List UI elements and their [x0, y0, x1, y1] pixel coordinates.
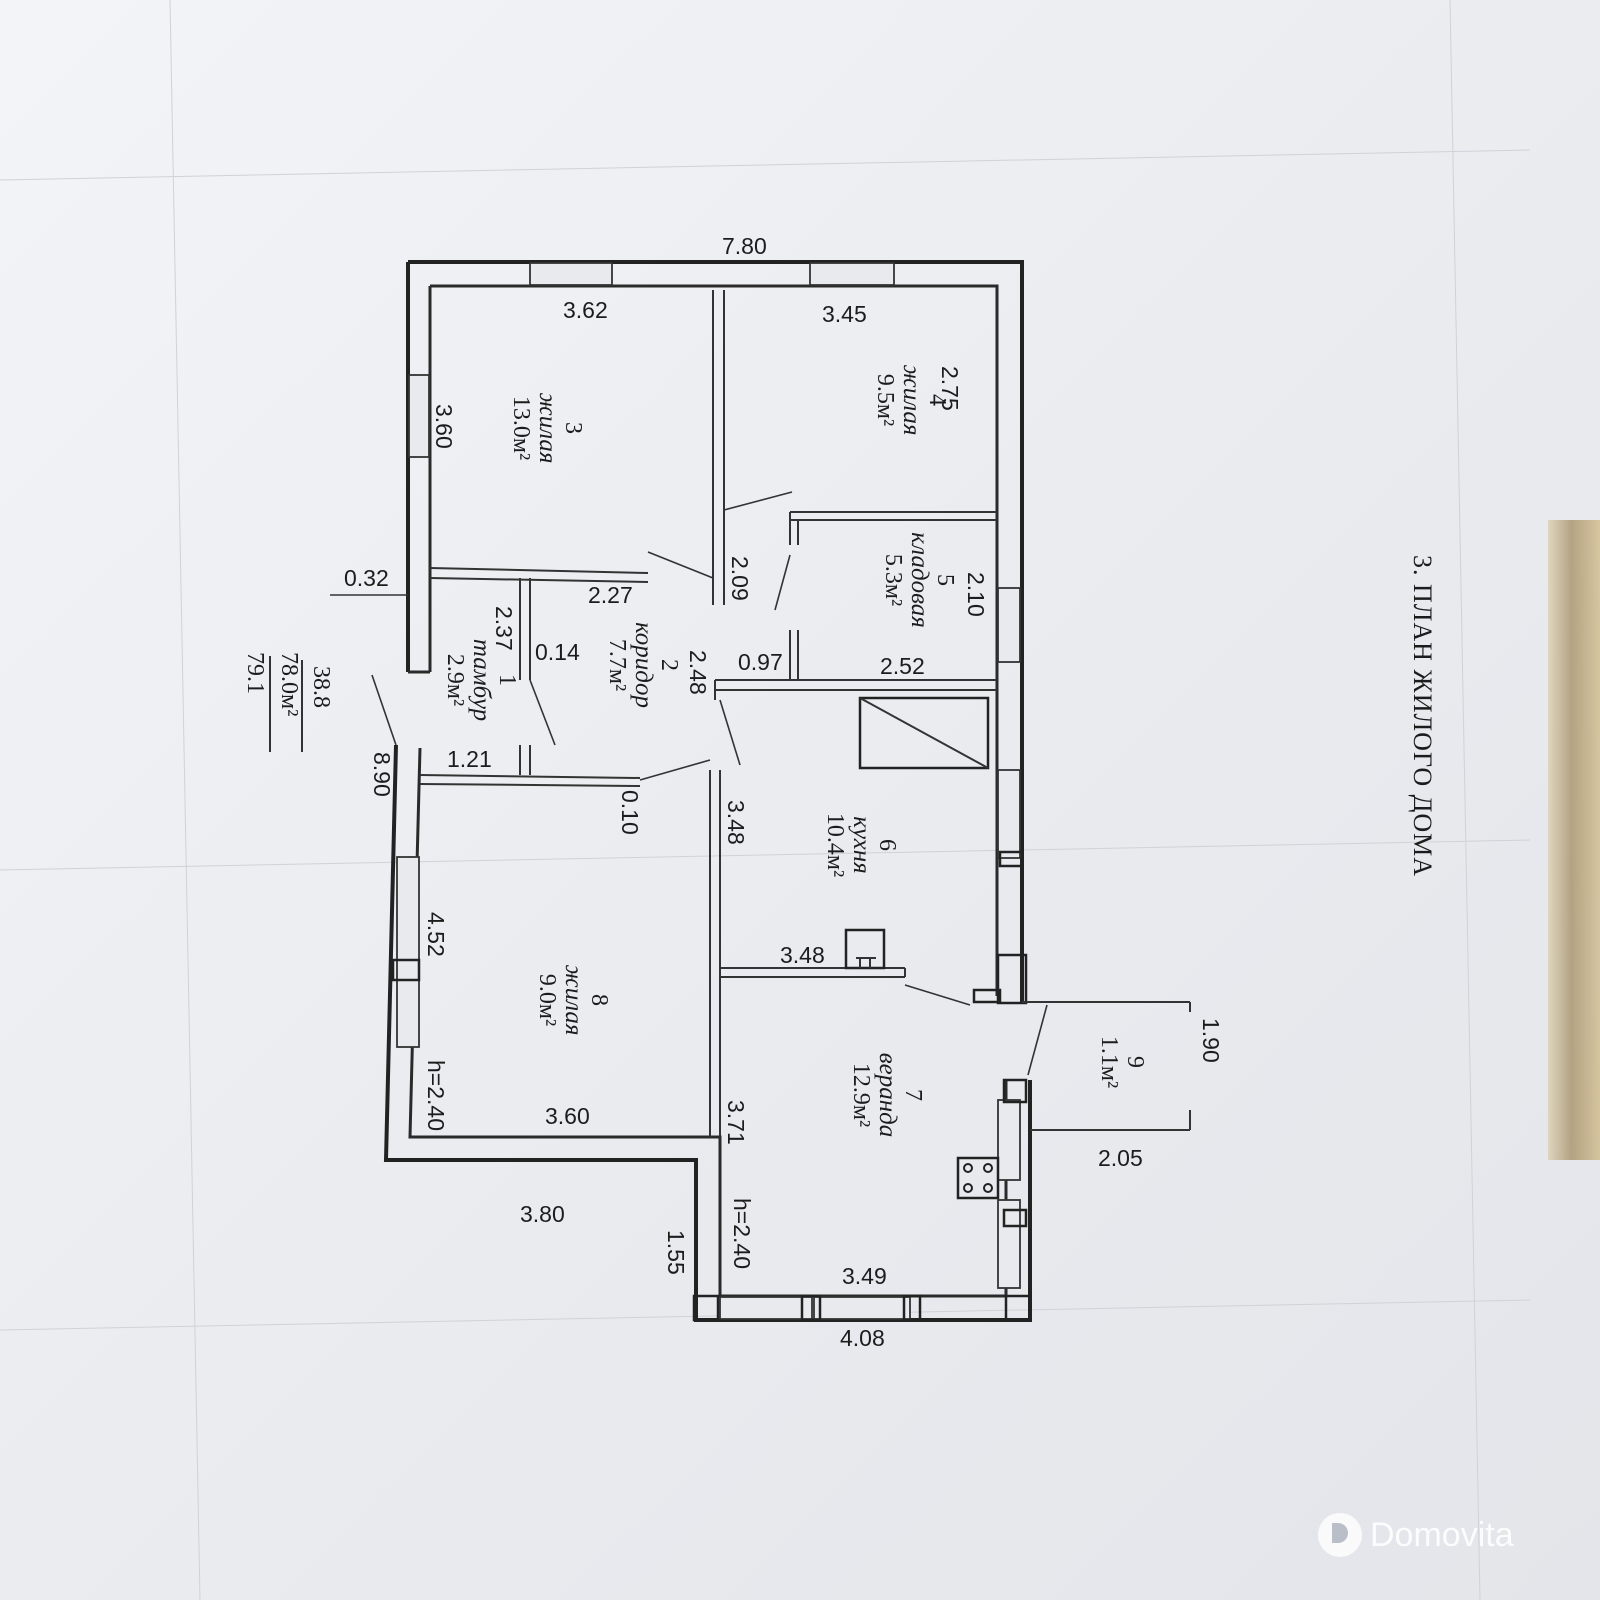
room-3-number: 3	[560, 422, 586, 434]
dim-2-09: 2.09	[727, 556, 753, 601]
room-7-area: 12.9м²	[848, 1063, 874, 1127]
hob	[956, 1156, 1000, 1200]
room-5-number: 5	[932, 574, 958, 586]
dim-1-55: 1.55	[663, 1230, 689, 1275]
kitchen-stove	[858, 696, 990, 770]
dim-2-75: 2.75	[937, 366, 963, 411]
area-totals: 38.8 78.0м² 79.1	[242, 652, 334, 752]
room-2-area: 7.7м²	[604, 639, 630, 691]
room-7-label: 7 веранда 12.9м²	[848, 1053, 926, 1138]
room-1-number: 1	[494, 674, 520, 686]
dim-3-48-a: 3.48	[723, 800, 749, 845]
dimensions-horizontal: 7.80 3.62 3.45 0.32 2.27 0.14 0.97 2.52 …	[344, 233, 1143, 1351]
living-area-total: 38.8	[308, 666, 334, 708]
dim-4-52: 4.52	[423, 912, 449, 957]
room-6-name: кухня	[848, 816, 875, 874]
dim-0-97: 0.97	[738, 649, 783, 675]
room-8-number: 8	[586, 994, 612, 1006]
dim-0-10: 0.10	[617, 790, 643, 835]
room-6-area: 10.4м²	[822, 813, 848, 877]
dim-3-60-left: 3.60	[431, 404, 457, 449]
room-9-label: 9 1.1м²	[1096, 1036, 1148, 1088]
room-2-label: 2 коридор 7.7м²	[604, 622, 682, 708]
room-1-label: 1 тамбур 2.9м²	[442, 639, 520, 721]
watermark-text: Domovita	[1370, 1515, 1514, 1554]
room-3-area: 13.0м²	[508, 396, 534, 460]
room-4-number: 4	[924, 394, 950, 406]
chimney	[844, 928, 886, 970]
overall-area: 79.1	[242, 652, 268, 694]
dim-3-49: 3.49	[842, 1263, 887, 1289]
room-5-area: 5.3м²	[880, 554, 906, 606]
dim-2-52: 2.52	[880, 653, 925, 679]
dim-2-05: 2.05	[1098, 1145, 1143, 1171]
doors	[330, 491, 1048, 1076]
dim-8-90: 8.90	[369, 752, 395, 797]
dim-h-2-40-b: h=2.40	[729, 1198, 755, 1269]
dim-4-08: 4.08	[840, 1325, 885, 1351]
wall-blocks	[391, 850, 1032, 1322]
domovita-logo-icon	[1318, 1513, 1362, 1557]
room-2-name: коридор	[630, 622, 657, 708]
room-4-area: 9.5м²	[872, 374, 898, 426]
fixtures	[844, 696, 1000, 1200]
dim-2-48: 2.48	[685, 650, 711, 695]
room-1-area: 2.9м²	[442, 654, 468, 706]
dim-3-60-b: 3.60	[545, 1103, 590, 1129]
room-8-area: 9.0м²	[534, 974, 560, 1026]
dim-2-27: 2.27	[588, 582, 633, 608]
dim-2-10: 2.10	[963, 572, 989, 617]
dim-1-90: 1.90	[1198, 1018, 1224, 1063]
room-3-name: жилая	[534, 392, 561, 463]
dim-h-2-40-a: h=2.40	[423, 1060, 449, 1131]
dim-3-62: 3.62	[563, 297, 608, 323]
room-7-number: 7	[900, 1089, 926, 1101]
interior-walls	[419, 290, 1191, 1137]
dim-0-14: 0.14	[535, 639, 580, 665]
room-6-number: 6	[874, 839, 900, 851]
room-3-label: 3 жилая 13.0м²	[508, 392, 586, 463]
dim-0-32: 0.32	[344, 565, 389, 591]
windows	[396, 262, 1021, 1320]
room-4-name: жилая	[898, 364, 925, 435]
domovita-watermark: Domovita	[1318, 1512, 1514, 1558]
room-5-name: кладовая	[906, 532, 933, 628]
room-1-name: тамбур	[468, 639, 495, 721]
room-9-area: 1.1м²	[1096, 1036, 1122, 1088]
dim-1-21: 1.21	[447, 746, 492, 772]
room-8-label: 8 жилая 9.0м²	[534, 964, 612, 1035]
dim-3-45: 3.45	[822, 301, 867, 327]
dimensions-vertical: 2.75 3.60 2.09 2.10 2.37 2.48 0.10 8.90 …	[369, 366, 1224, 1275]
room-9-number: 9	[1122, 1056, 1148, 1068]
dim-3-71: 3.71	[723, 1100, 749, 1145]
room-4-label: 4 жилая 9.5м²	[872, 364, 950, 435]
room-8-name: жилая	[560, 964, 587, 1035]
room-5-label: 5 кладовая 5.3м²	[880, 532, 958, 628]
background-tablecloth	[1548, 520, 1600, 1160]
dim-2-37: 2.37	[491, 606, 517, 651]
plan-title: 3. ПЛАН ЖИЛОГО ДОМА	[1408, 555, 1437, 877]
total-area: 78.0м²	[276, 652, 302, 716]
room-6-label: 6 кухня 10.4м²	[822, 813, 900, 877]
dim-3-80: 3.80	[520, 1201, 565, 1227]
room-7-name: веранда	[874, 1053, 901, 1138]
room-2-number: 2	[656, 659, 682, 671]
dim-3-48-b: 3.48	[780, 942, 825, 968]
outer-walls	[383, 260, 1032, 1322]
dim-7-80: 7.80	[722, 233, 767, 259]
